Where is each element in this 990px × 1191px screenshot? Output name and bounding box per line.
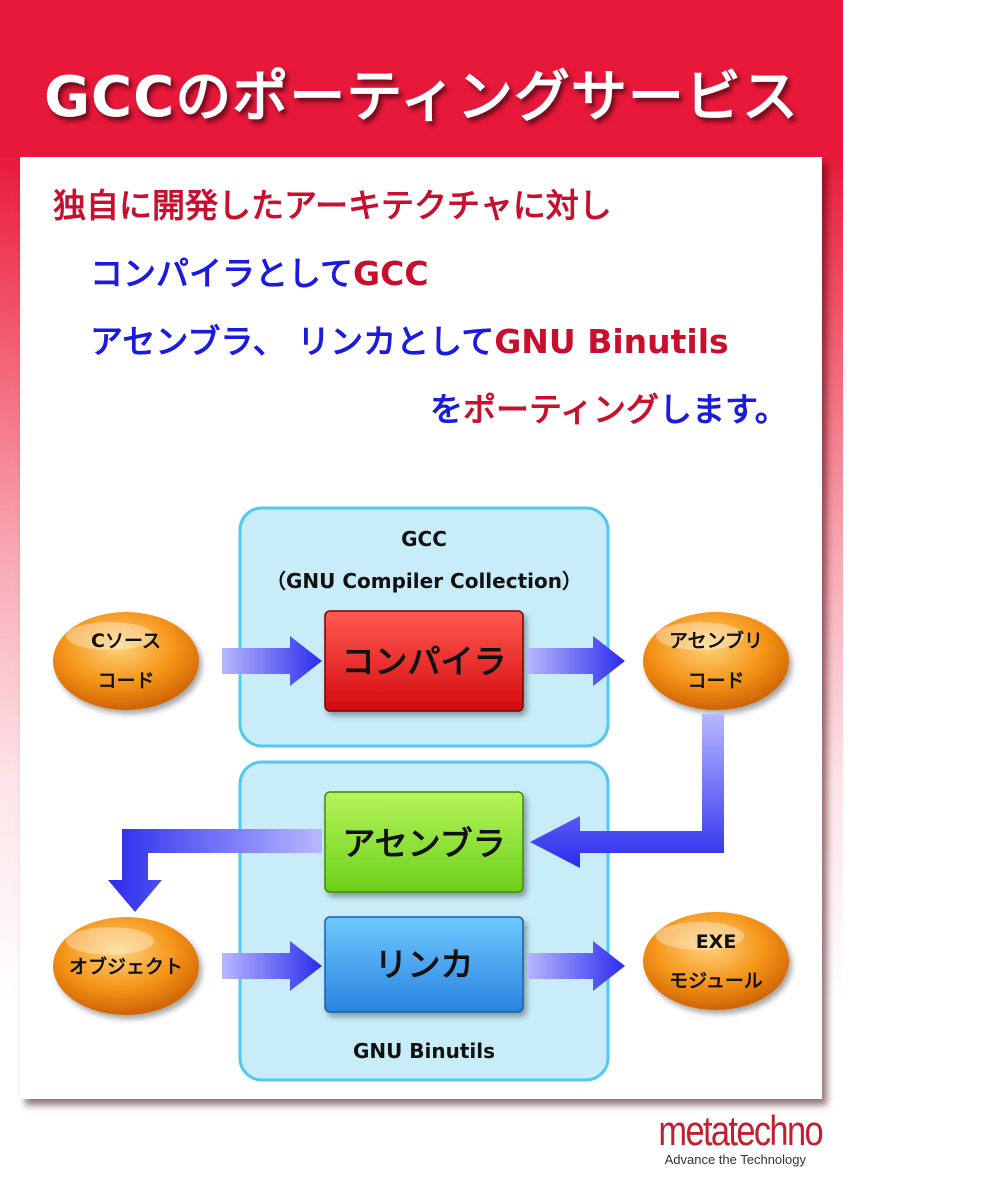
linker-box: [324, 916, 524, 1013]
compiler-box: [324, 610, 524, 712]
gcc-group-title: GCC: [401, 527, 447, 551]
oval-highlight: [656, 922, 744, 950]
assembler-box: [324, 791, 524, 893]
c-source-oval: [53, 612, 199, 710]
intro-line-1: 独自に開発したアーキテクチャに対し: [53, 186, 612, 226]
asm-code-label: コード: [687, 670, 744, 692]
intro-text: を: [430, 390, 463, 429]
intro-text: GCC: [353, 254, 429, 293]
intro-text: アセンブラ、 リンカとして: [90, 322, 495, 361]
intro-line-4: をポーティングします。: [430, 390, 788, 430]
company-logo: metatechno Advance the Technology: [626, 1107, 823, 1168]
oval-highlight: [66, 927, 154, 955]
object-oval: [53, 917, 199, 1015]
arrow-right-icon: [527, 941, 625, 991]
page-title: GCCのポーティングサービス: [44, 65, 799, 130]
intro-text: します。: [659, 390, 788, 429]
arrow-elbow-left-icon: [530, 714, 724, 868]
intro-text: アーキテクチャ: [284, 186, 513, 225]
logo-tagline: Advance the Technology: [664, 1152, 806, 1167]
exe-oval: [643, 912, 789, 1010]
exe-label: モジュール: [669, 970, 763, 992]
asm-code-label: アセンブリ: [669, 629, 763, 652]
logo-name: metatechno: [658, 1107, 823, 1154]
linker-label: リンカ: [375, 945, 474, 984]
c-source-label: コード: [97, 670, 154, 692]
intro-text: GNU Binutils: [494, 322, 729, 361]
intro-line-3: アセンブラ、 リンカとしてGNU Binutils: [90, 322, 729, 362]
content-panel: 独自に開発したアーキテクチャに対し コンパイラとしてGCC アセンブラ、 リンカ…: [20, 157, 822, 1099]
asm-code-oval: [643, 612, 789, 710]
intro-text: に対し: [512, 186, 612, 225]
oval-highlight: [656, 622, 744, 650]
arrow-elbow-down-icon: [108, 829, 322, 912]
toolchain-diagram: GCC （GNU Compiler Collection） GNU Binuti…: [53, 506, 789, 1082]
arrow-right-icon: [222, 636, 322, 686]
arrow-right-icon: [527, 636, 625, 686]
oval-highlight: [66, 622, 154, 650]
object-label: オブジェクト: [69, 955, 183, 978]
exe-label: EXE: [696, 931, 737, 953]
arrow-right-icon: [222, 941, 322, 991]
gcc-group-subtitle: （GNU Compiler Collection）: [266, 569, 582, 593]
binutils-group-title: GNU Binutils: [353, 1039, 495, 1063]
intro-line-2: コンパイラとしてGCC: [90, 254, 429, 294]
intro-text: コンパイラとして: [90, 254, 354, 293]
compiler-label: コンパイラ: [342, 642, 507, 681]
intro-text: ポーティング: [463, 390, 660, 429]
intro-text: 独自に開発した: [53, 186, 284, 225]
c-source-label: Cソース: [91, 630, 161, 652]
assembler-label: アセンブラ: [342, 824, 505, 863]
